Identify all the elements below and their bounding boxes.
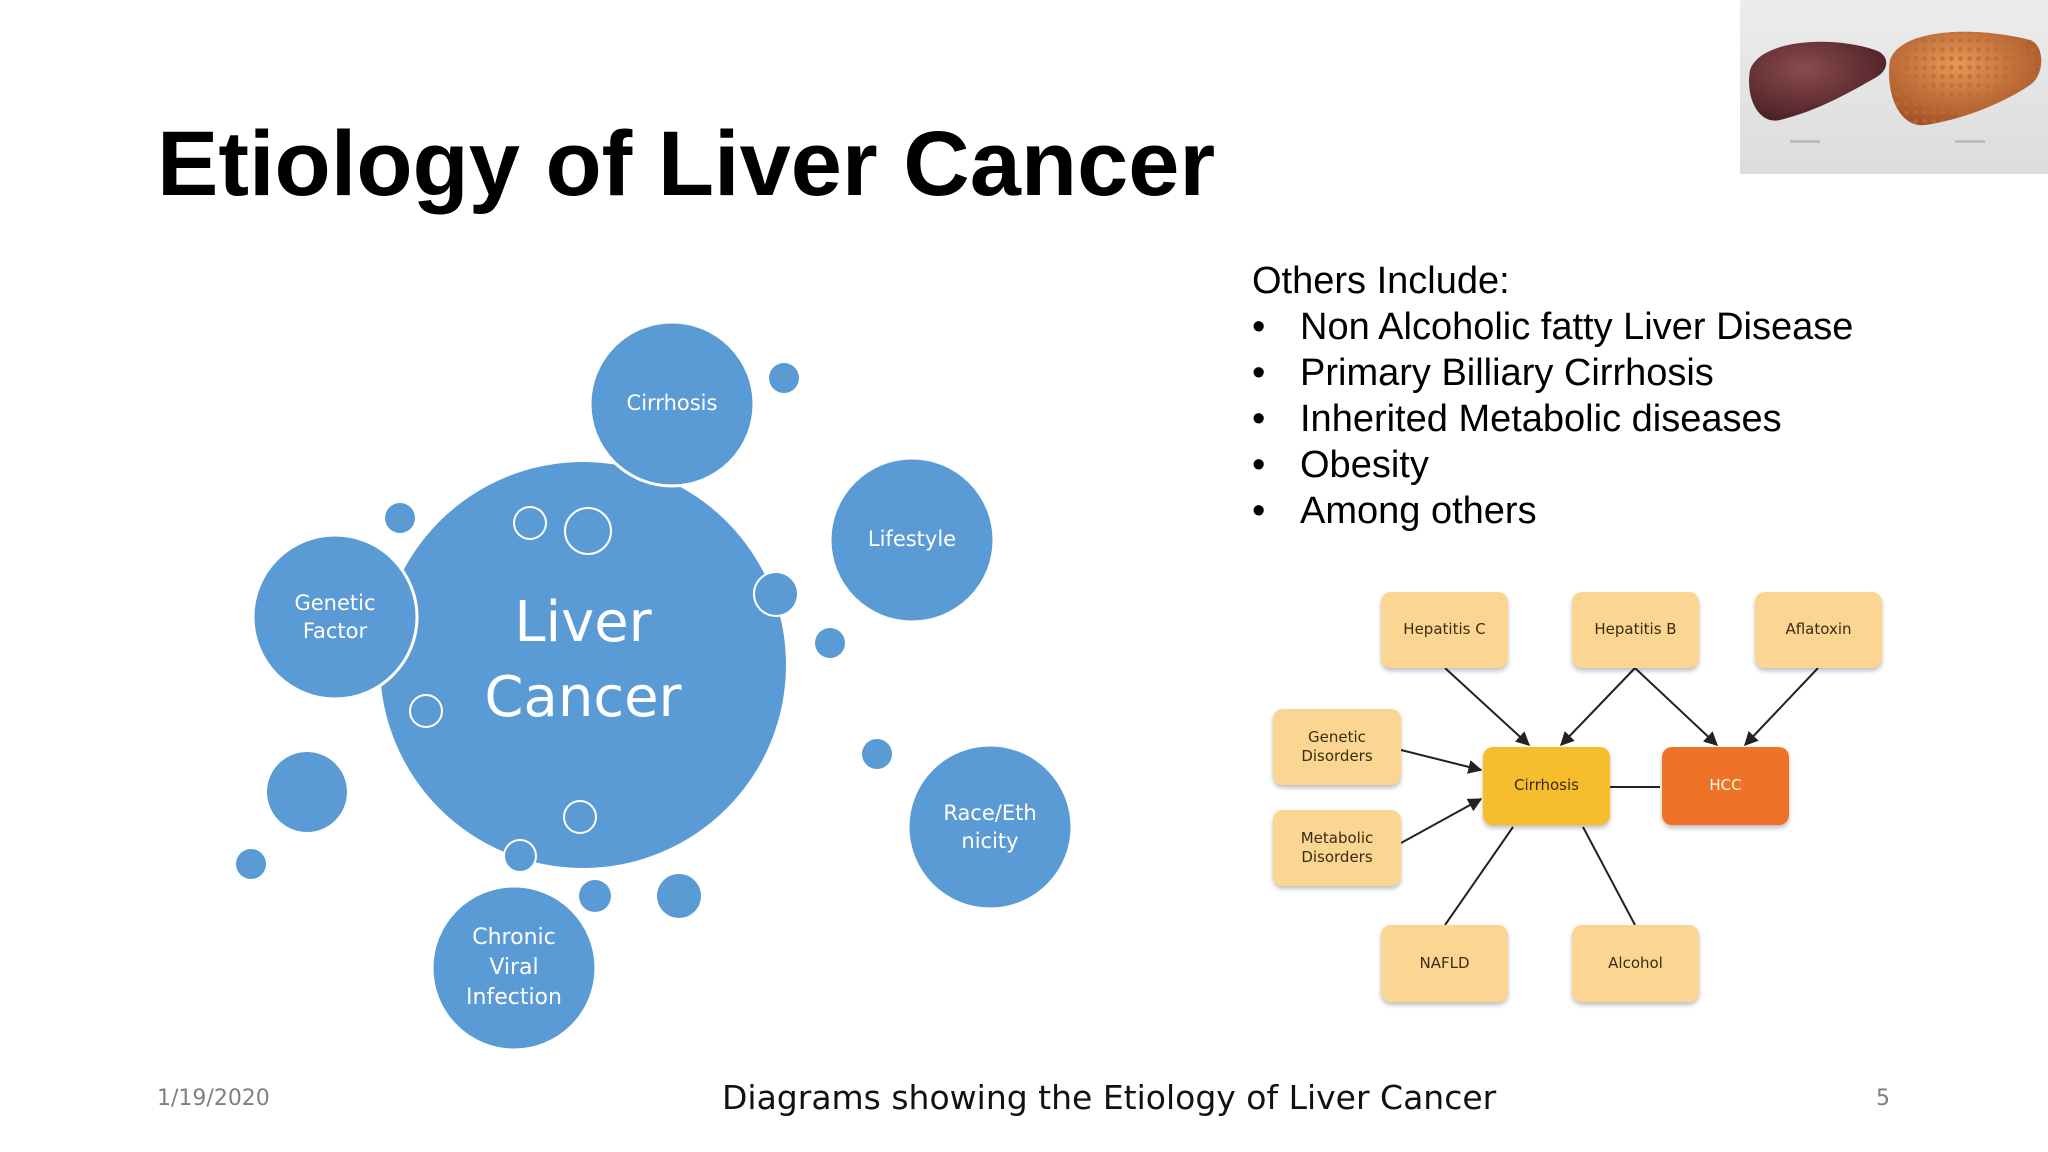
bullet-glyph: • xyxy=(1252,306,1266,348)
list-item: •Primary Billiary Cirrhosis xyxy=(1252,352,1714,394)
bullet-glyph: • xyxy=(1252,352,1266,394)
small-dot xyxy=(769,363,799,393)
hepatitis-b-box: Hepatitis B xyxy=(1572,592,1699,668)
small-dot xyxy=(579,880,611,912)
list-item: •Obesity xyxy=(1252,444,1429,486)
cirrhosis-bubble xyxy=(588,320,756,488)
bullet-glyph: • xyxy=(1252,490,1266,532)
outlined-dot xyxy=(563,800,597,834)
liver-cancer-label: Liver Cancer xyxy=(484,590,682,730)
flow-diagram: Hepatitis C Hepatitis B Aflatoxin Geneti… xyxy=(1265,585,1905,1010)
outlined-dot xyxy=(503,839,537,873)
cirrhosis-bubble-label: Cirrhosis xyxy=(626,391,718,415)
others-heading: Others Include: xyxy=(1252,260,1510,302)
slide-date: 1/19/2020 xyxy=(157,1086,270,1111)
outlined-dot xyxy=(513,506,547,540)
alcohol-box: Alcohol xyxy=(1572,925,1699,1002)
aflatoxin-box: Aflatoxin xyxy=(1755,592,1882,668)
arrow-hepb-cirrhosis xyxy=(1560,667,1636,747)
arrow-aflatoxin-hcc xyxy=(1744,667,1819,747)
chronic-viral-infection-bubble xyxy=(430,884,598,1052)
arrow-genetic-cirrhosis xyxy=(1400,749,1483,774)
small-dot xyxy=(236,849,266,879)
small-dot xyxy=(862,739,892,769)
outlined-dot xyxy=(409,694,443,728)
outlined-dot xyxy=(564,507,612,555)
hepatitis-c-box: Hepatitis C xyxy=(1381,592,1508,668)
list-item: •Non Alcoholic fatty Liver Disease xyxy=(1252,306,1854,348)
race-ethnicity-label: Race/Eth nicity xyxy=(943,801,1037,853)
lifestyle-bubble-label: Lifestyle xyxy=(867,527,957,551)
list-item: •Among others xyxy=(1252,490,1537,532)
race-ethnicity-bubble xyxy=(906,743,1074,911)
lifestyle-bubble xyxy=(828,456,996,624)
small-dot xyxy=(657,874,701,918)
liver-comparison-image xyxy=(1740,0,2048,174)
cirrhosis-box: Cirrhosis xyxy=(1483,747,1610,825)
bullet-glyph: • xyxy=(1252,444,1266,486)
bullet-glyph: • xyxy=(1252,398,1266,440)
genetic-disorders-box: Genetic Disorders xyxy=(1273,709,1401,785)
nafld-box: NAFLD xyxy=(1381,925,1508,1002)
bubble-diagram: Liver Cancer Cirrhosis Lifestyle Genetic… xyxy=(230,310,1090,1070)
hcc-box: HCC xyxy=(1662,747,1789,825)
arrow-alcohol-cirrhosis xyxy=(1582,826,1636,926)
genetic-factor-label: Genetic Factor xyxy=(294,591,376,643)
metabolic-disorders-box: Metabolic Disorders xyxy=(1273,810,1401,886)
slide-title: Etiology of Liver Cancer xyxy=(157,113,1216,215)
arrow-nafld-cirrhosis xyxy=(1444,826,1514,926)
small-dot xyxy=(385,503,415,533)
arrow-metabolic-cirrhosis xyxy=(1400,798,1483,844)
chronic-viral-infection-label: Chronic Viral Infection xyxy=(466,925,562,1010)
small-dot xyxy=(815,628,845,658)
others-include-list: Others Include: •Non Alcoholic fatty Liv… xyxy=(1252,258,1853,534)
arrow-hepc-cirrhosis xyxy=(1444,667,1531,746)
liver-cancer-bubble xyxy=(380,462,786,868)
genetic-factor-bubble xyxy=(251,533,419,701)
page-number: 5 xyxy=(1876,1086,1890,1111)
list-item: •Inherited Metabolic diseases xyxy=(1252,398,1782,440)
slide-caption: Diagrams showing the Etiology of Liver C… xyxy=(722,1078,1497,1117)
small-dot xyxy=(267,752,347,832)
outlined-dot xyxy=(753,571,799,617)
arrow-hepb-hcc xyxy=(1634,667,1719,746)
